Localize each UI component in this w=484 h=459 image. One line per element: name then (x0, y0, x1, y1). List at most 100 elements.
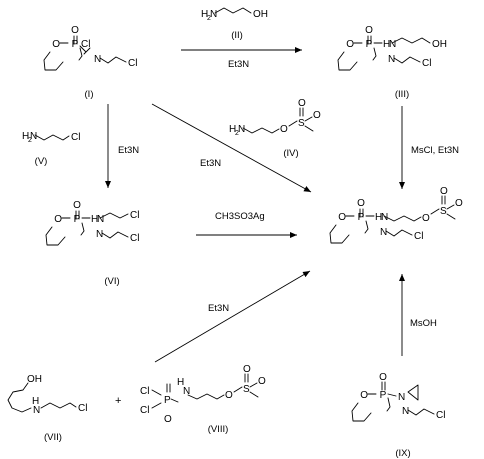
atom-P-oxo: O (71, 25, 79, 36)
atom-Cl: Cl (71, 132, 80, 143)
atom-P-oxo: O (379, 372, 387, 383)
compound-IV: H 2 N O S O O (IV) (229, 98, 321, 159)
reagent-label: MsCl, Et3N (411, 145, 459, 156)
atom-Cl-chain: Cl (130, 233, 139, 244)
atom-N: N (388, 54, 395, 65)
atom-subscript: 2 (235, 130, 239, 137)
atom-O: O (346, 39, 354, 50)
atom-H: H (383, 39, 390, 50)
atom-P-oxo: O (357, 198, 365, 209)
atom-NH: N (183, 386, 190, 397)
atom-subscript: 2 (28, 137, 32, 144)
reagent-label: Et3N (200, 158, 221, 169)
atom-S-oxo2: O (258, 376, 266, 387)
atom-Cl-2: Cl (140, 405, 149, 416)
atom-H: H (201, 9, 208, 20)
atom-OH: OH (432, 39, 447, 50)
atom-P: P (74, 214, 81, 225)
atom-Cl: Cl (130, 210, 139, 221)
atom-O: O (360, 390, 368, 401)
atom-N: N (94, 54, 101, 65)
atom-P: P (72, 39, 79, 50)
compound-VII: OH H N Cl (VII) (7, 374, 87, 443)
atom-H: H (375, 212, 382, 223)
atom-subscript: 2 (207, 15, 211, 22)
atom-N: N (380, 227, 387, 238)
atom-N: N (33, 405, 40, 416)
atom-H: H (32, 396, 39, 407)
atom-Cl-chain: Cl (128, 58, 137, 69)
compound-VIII: Cl Cl P O H N O S O O (VIII) (140, 364, 266, 435)
atom-H: H (177, 377, 184, 388)
compound-V: H 2 N Cl (V) (22, 131, 80, 167)
arrow-VII-to-target: Et3N (154, 270, 311, 363)
atom-S: S (243, 384, 250, 395)
reagent-label: Et3N (118, 145, 139, 156)
atom-OH: OH (27, 374, 42, 385)
arrow-I-to-target: Et3N (151, 103, 312, 193)
atom-O: O (54, 214, 62, 225)
atom-S-oxo2: O (313, 110, 321, 121)
reagent-label: MsOH (410, 318, 437, 329)
atom-NH: N (389, 39, 396, 50)
atom-P: P (380, 390, 387, 401)
reagent-label: CH3SO3Ag (215, 211, 265, 222)
compound-label: (VIII) (208, 424, 229, 435)
atom-N: N (238, 124, 245, 135)
arrow-VI-to-target: CH3SO3Ag (196, 211, 297, 238)
arrow-IX-to-target: MsOH (399, 274, 437, 356)
arrow-I-to-III: Et3N (181, 47, 302, 70)
compound-label: (IX) (395, 448, 410, 459)
compound-label: (II) (231, 30, 243, 41)
compound-label: (III) (395, 89, 409, 100)
compound-label: (VI) (104, 276, 119, 287)
compound-II: H 2 N OH (II) (201, 7, 268, 41)
atom-Cl: Cl (436, 410, 445, 421)
atom-O: O (280, 124, 288, 135)
compound-I: O P O Cl N Cl (I) (43, 25, 137, 100)
reagent-label: Et3N (208, 303, 229, 314)
atom-Cl: Cl (414, 231, 423, 242)
atom-N-aziridine: N (398, 392, 405, 403)
atom-OH: OH (253, 9, 268, 20)
compound-label: (VII) (44, 432, 62, 443)
atom-P: P (164, 395, 171, 406)
atom-Cl: Cl (78, 403, 87, 414)
atom-S: S (440, 206, 447, 217)
plus-sign: + (115, 395, 121, 407)
compound-III: O P O H N OH N Cl (III) (337, 25, 447, 100)
compound-target: O P O H N O S O O N Cl (329, 186, 463, 244)
atom-Cl-1: Cl (140, 386, 149, 397)
atom-S-oxo1: O (243, 364, 251, 375)
atom-O-ester: O (422, 213, 430, 224)
compound-IX: O P O N N Cl (IX) (351, 372, 445, 459)
arrow-III-to-target: MsCl, Et3N (399, 106, 459, 189)
atom-P-oxo: O (164, 414, 172, 425)
atom-O: O (225, 390, 233, 401)
atom-O: O (52, 39, 60, 50)
compound-VI: O P O H N Cl N Cl (VI) (45, 200, 139, 287)
atom-NH: N (381, 212, 388, 223)
atom-S-oxo1: O (440, 186, 448, 197)
atom-P-oxo: O (365, 25, 373, 36)
compound-label: (IV) (283, 148, 298, 159)
atom-S-oxo2: O (455, 198, 463, 209)
atom-H: H (229, 124, 236, 135)
atom-S: S (298, 118, 305, 129)
atom-N: N (30, 131, 37, 142)
atom-Cl: Cl (422, 58, 431, 69)
compound-label: (V) (35, 156, 48, 167)
atom-P: P (358, 212, 365, 223)
compound-label: (I) (85, 89, 94, 100)
atom-P-oxo: O (73, 200, 81, 211)
arrow-V-to-VI: Et3N (105, 104, 139, 188)
atom-NH: N (97, 214, 104, 225)
atom-P: P (366, 39, 373, 50)
reagent-label: Et3N (228, 59, 249, 70)
atom-H: H (22, 131, 29, 142)
atom-H: H (91, 214, 98, 225)
atom-N: N (96, 229, 103, 240)
atom-Cl: Cl (81, 39, 90, 50)
